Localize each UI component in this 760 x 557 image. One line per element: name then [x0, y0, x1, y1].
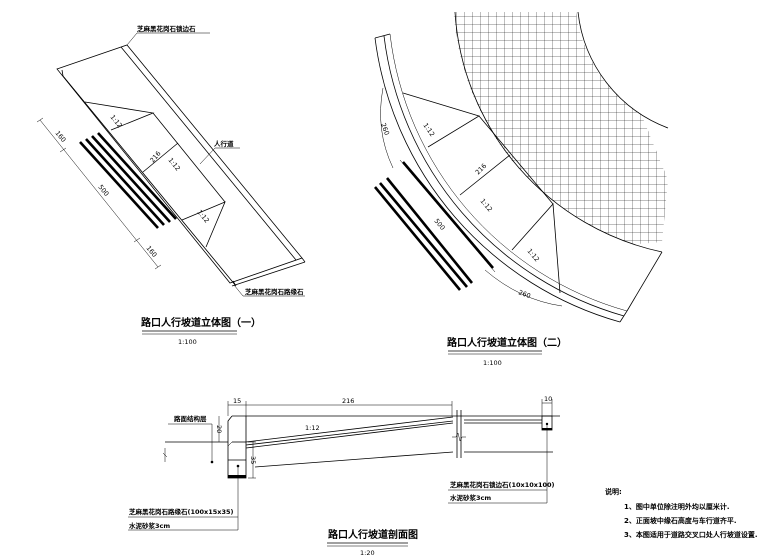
ramp-back-edge [152, 112, 226, 203]
note-item: 3、本图适用于道路交叉口处人行坡道设置. [624, 530, 758, 539]
dim-500: 500 [432, 217, 446, 232]
dim-216: 216 [342, 397, 354, 405]
label-edge-mortar: 水泥砂浆3cm [450, 493, 491, 502]
section-view: 15 216 10 20 35 1:12 路面结构层 芝麻黑花岗石路缘石(100… [128, 395, 560, 557]
slope-label: 1:12 [478, 197, 494, 213]
slope-label: 1:12 [305, 424, 320, 432]
dimension-line [39, 119, 159, 268]
drawing-title: 路口人行坡道剖面图 [328, 528, 418, 541]
dim-arc-left [380, 87, 394, 169]
dim-15: 15 [233, 397, 241, 405]
label-curb-stone: 芝麻黑花岗石路缘石(100x15x35) [129, 507, 234, 516]
label-curb-stone: 芝麻黑花岗石路缘石 [245, 287, 304, 296]
drawing-scale: 1:20 [360, 549, 375, 557]
slope-label: 1:12 [166, 156, 181, 172]
label-pavement: 路面结构层 [174, 414, 207, 423]
mortar-bed [228, 475, 246, 478]
edge-stone-line [120, 46, 297, 261]
dim-260-bottom: 260 [517, 288, 531, 300]
label-edge-stone: 芝麻黑花岗石锁边石 [137, 24, 196, 33]
drawing-title: 路口人行坡道立体图（一） [141, 316, 261, 329]
slope-label: 1:12 [108, 113, 123, 129]
note-item: 2、正面坡中缘石高度与车行道齐平. [624, 516, 737, 525]
drawing-scale: 1:100 [178, 338, 197, 346]
tactile-paving [373, 161, 494, 291]
dim-20: 20 [215, 425, 223, 433]
dim-216: 216 [148, 150, 162, 165]
dim-160-bottom: 160 [144, 244, 158, 259]
curb-edge-bottom [231, 261, 306, 287]
ramp-flare-bottom [181, 201, 226, 248]
dim-10: 10 [544, 395, 552, 403]
drawing-scale: 1:100 [483, 359, 502, 367]
label-sidewalk: 人行道 [214, 139, 234, 148]
notes: 说明: 1、图中单位除注明外均以厘米计. 2、正面坡中缘石高度与车行道齐平. 3… [605, 487, 758, 539]
slope-label: 1:12 [525, 247, 541, 263]
note-item: 1、图中单位除注明外均以厘米计. [624, 502, 730, 511]
dim-arc-bottom [484, 269, 563, 307]
slope-label: 1:12 [421, 122, 436, 139]
drawing-title: 路口人行坡道立体图（二） [447, 336, 567, 349]
dim-35: 35 [249, 456, 257, 464]
tactile-paving [79, 132, 177, 229]
dim-160-top: 160 [53, 129, 67, 144]
slope-label: 1:12 [195, 208, 210, 224]
paving-grid [453, 12, 668, 257]
dim-260-left: 260 [379, 122, 391, 136]
isometric-view-1: 160 500 160 216 1:12 1:12 1:12 芝麻黑花岗石锁边石… [36, 24, 306, 346]
label-edge-stone: 芝麻黑花岗石锁边石(10x10x100) [450, 480, 555, 489]
label-curb-mortar: 水泥砂浆3cm [129, 521, 170, 530]
notes-heading: 说明: [605, 487, 622, 496]
dim-500: 500 [96, 183, 110, 198]
isometric-view-2: 260 216 500 260 1:12 1:12 1:12 路口人行坡道立体图… [373, 11, 669, 367]
curb-arc-outer [374, 37, 621, 323]
